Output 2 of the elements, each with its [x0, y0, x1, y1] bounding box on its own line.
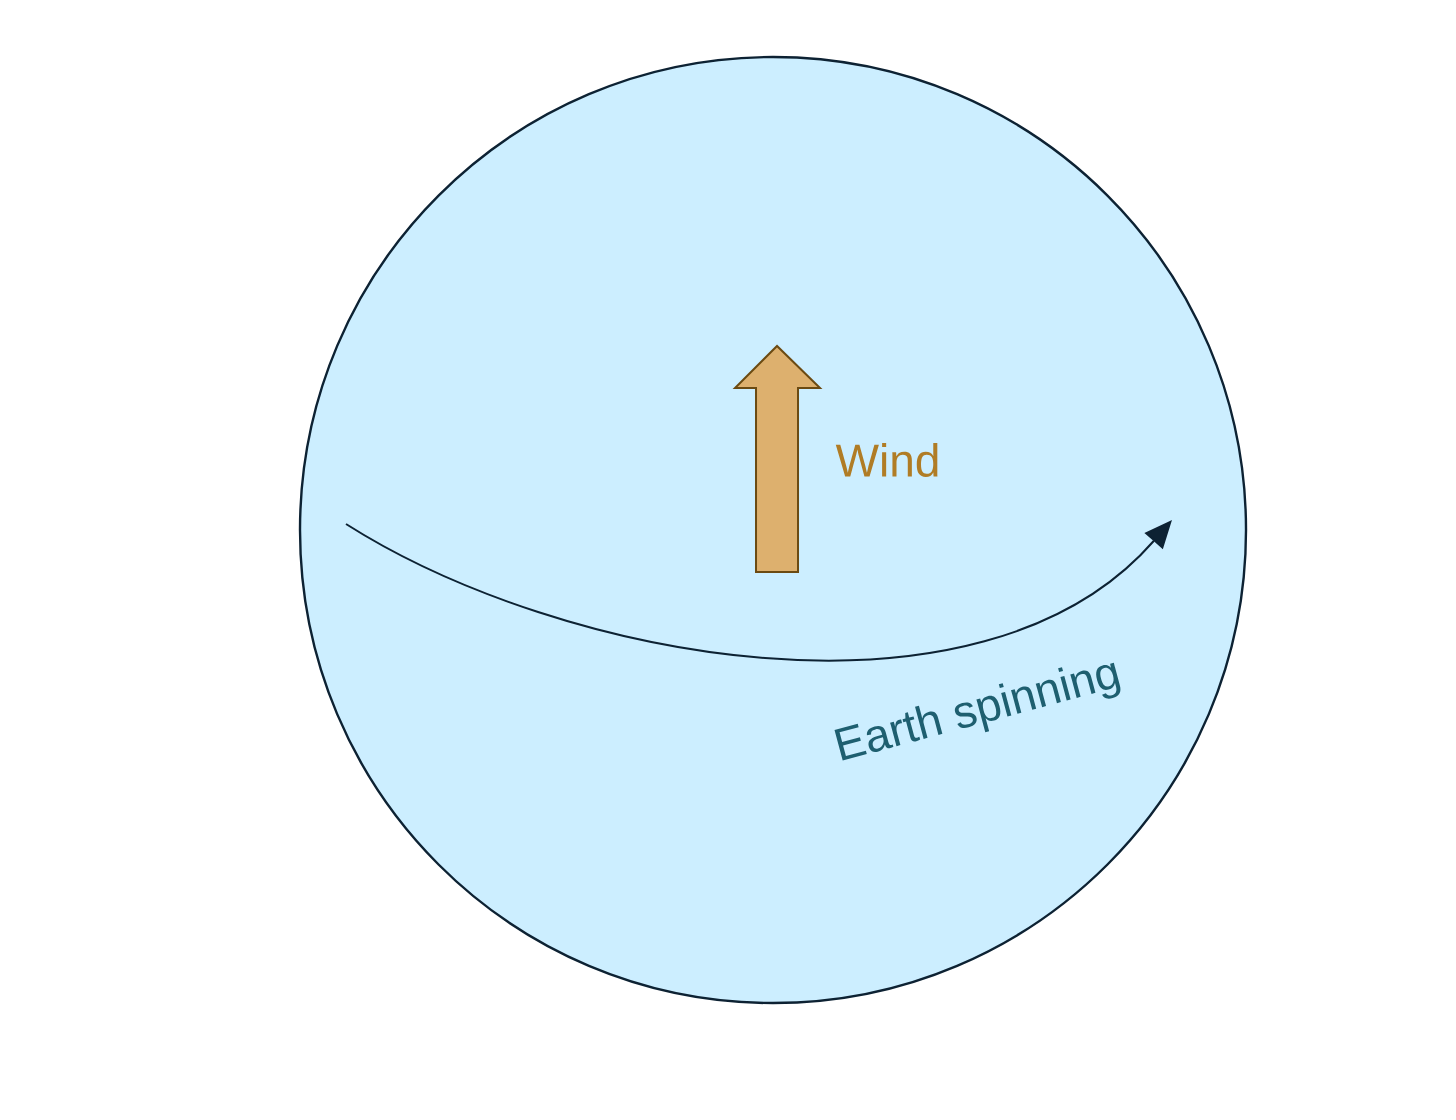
wind-label: Wind: [835, 443, 938, 477]
rotation-label: Earth spinning: [834, 662, 1121, 761]
